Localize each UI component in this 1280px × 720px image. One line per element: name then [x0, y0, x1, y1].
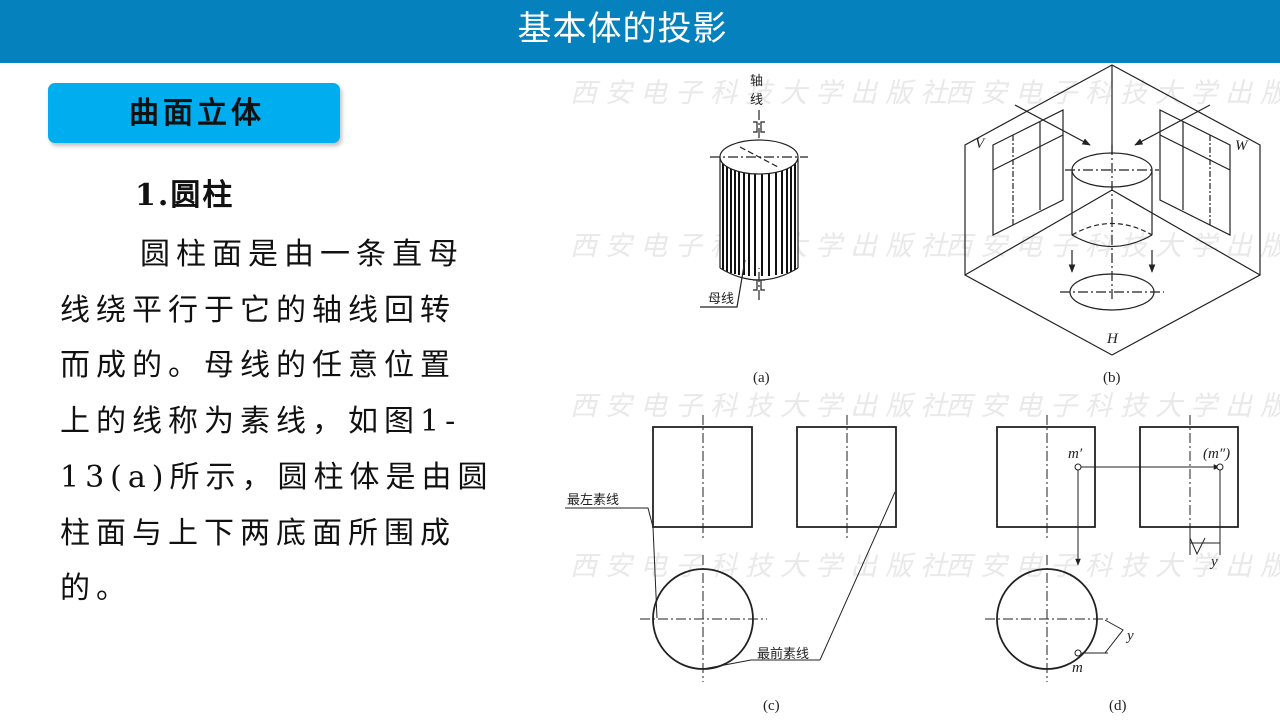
watermark: 西安电子科技大学出版社 — [570, 78, 955, 109]
page-title: 基本体的投影 — [517, 9, 728, 49]
panel-c: 最左素线 最前素线 (c) — [565, 415, 897, 714]
axis-label: 线 — [750, 93, 763, 108]
watermark: 西安电子科技大学出版社 — [945, 551, 1280, 582]
dim-y-top: y — [1125, 628, 1134, 644]
watermark: 西安电子科技大学出版社 — [570, 391, 955, 422]
panel-b: V W H (b) — [964, 64, 1261, 386]
body-line: 而成的。母线的任意位置 — [60, 348, 456, 383]
body-line: 圆柱面是由一条直母 — [140, 237, 464, 272]
body-line: 13(a)所示，圆柱体是由圆 — [60, 460, 494, 495]
watermark: 西安电子科技大学出版社 — [570, 551, 955, 582]
panel-d: m′ (m″) m y y (d) — [985, 415, 1239, 714]
section-tag-label: 曲面立体 — [129, 96, 265, 131]
caption-b: (b) — [1103, 370, 1121, 386]
plane-v-label: V — [975, 136, 986, 152]
point-m-front: m′ — [1068, 446, 1083, 462]
point-m-top: m — [1072, 660, 1083, 676]
cylinder-ruling-lines — [722, 160, 796, 276]
section-tag: 曲面立体 — [48, 83, 340, 143]
generatrix-label: 母线 — [708, 292, 734, 307]
body-line: 的。 — [60, 571, 132, 606]
caption-a: (a) — [753, 370, 770, 386]
point-m-side: (m″) — [1203, 446, 1230, 462]
body-line: 柱面与上下两底面所围成 — [60, 516, 456, 551]
header-bar: 基本体的投影 — [0, 0, 1280, 63]
body-line: 上的线称为素线，如图1- — [60, 404, 462, 439]
subheading: 1.圆柱 — [135, 178, 235, 213]
dim-y-side: y — [1209, 554, 1218, 570]
watermark: 西安电子科技大学出版社 — [945, 391, 1280, 422]
caption-c: (c) — [763, 698, 780, 714]
cylinder-projection-figure: 西安电子科技大学出版社 西安电子科技大学出版社 西安电子科技大学出版社 西安电子… — [545, 60, 1280, 720]
figure-svg: 西安电子科技大学出版社 西安电子科技大学出版社 西安电子科技大学出版社 西安电子… — [565, 64, 1280, 714]
axis-label: 轴 — [750, 74, 763, 89]
panel-a: 轴 线 母线 (a) — [700, 74, 808, 386]
body-line: 线绕平行于它的轴线回转 — [60, 293, 456, 328]
plane-w-label: W — [1235, 138, 1249, 154]
frontmost-generatrix-label: 最前素线 — [757, 646, 809, 662]
caption-d: (d) — [1109, 698, 1127, 714]
leftmost-generatrix-label: 最左素线 — [567, 493, 619, 508]
plane-h-label: H — [1106, 331, 1119, 347]
